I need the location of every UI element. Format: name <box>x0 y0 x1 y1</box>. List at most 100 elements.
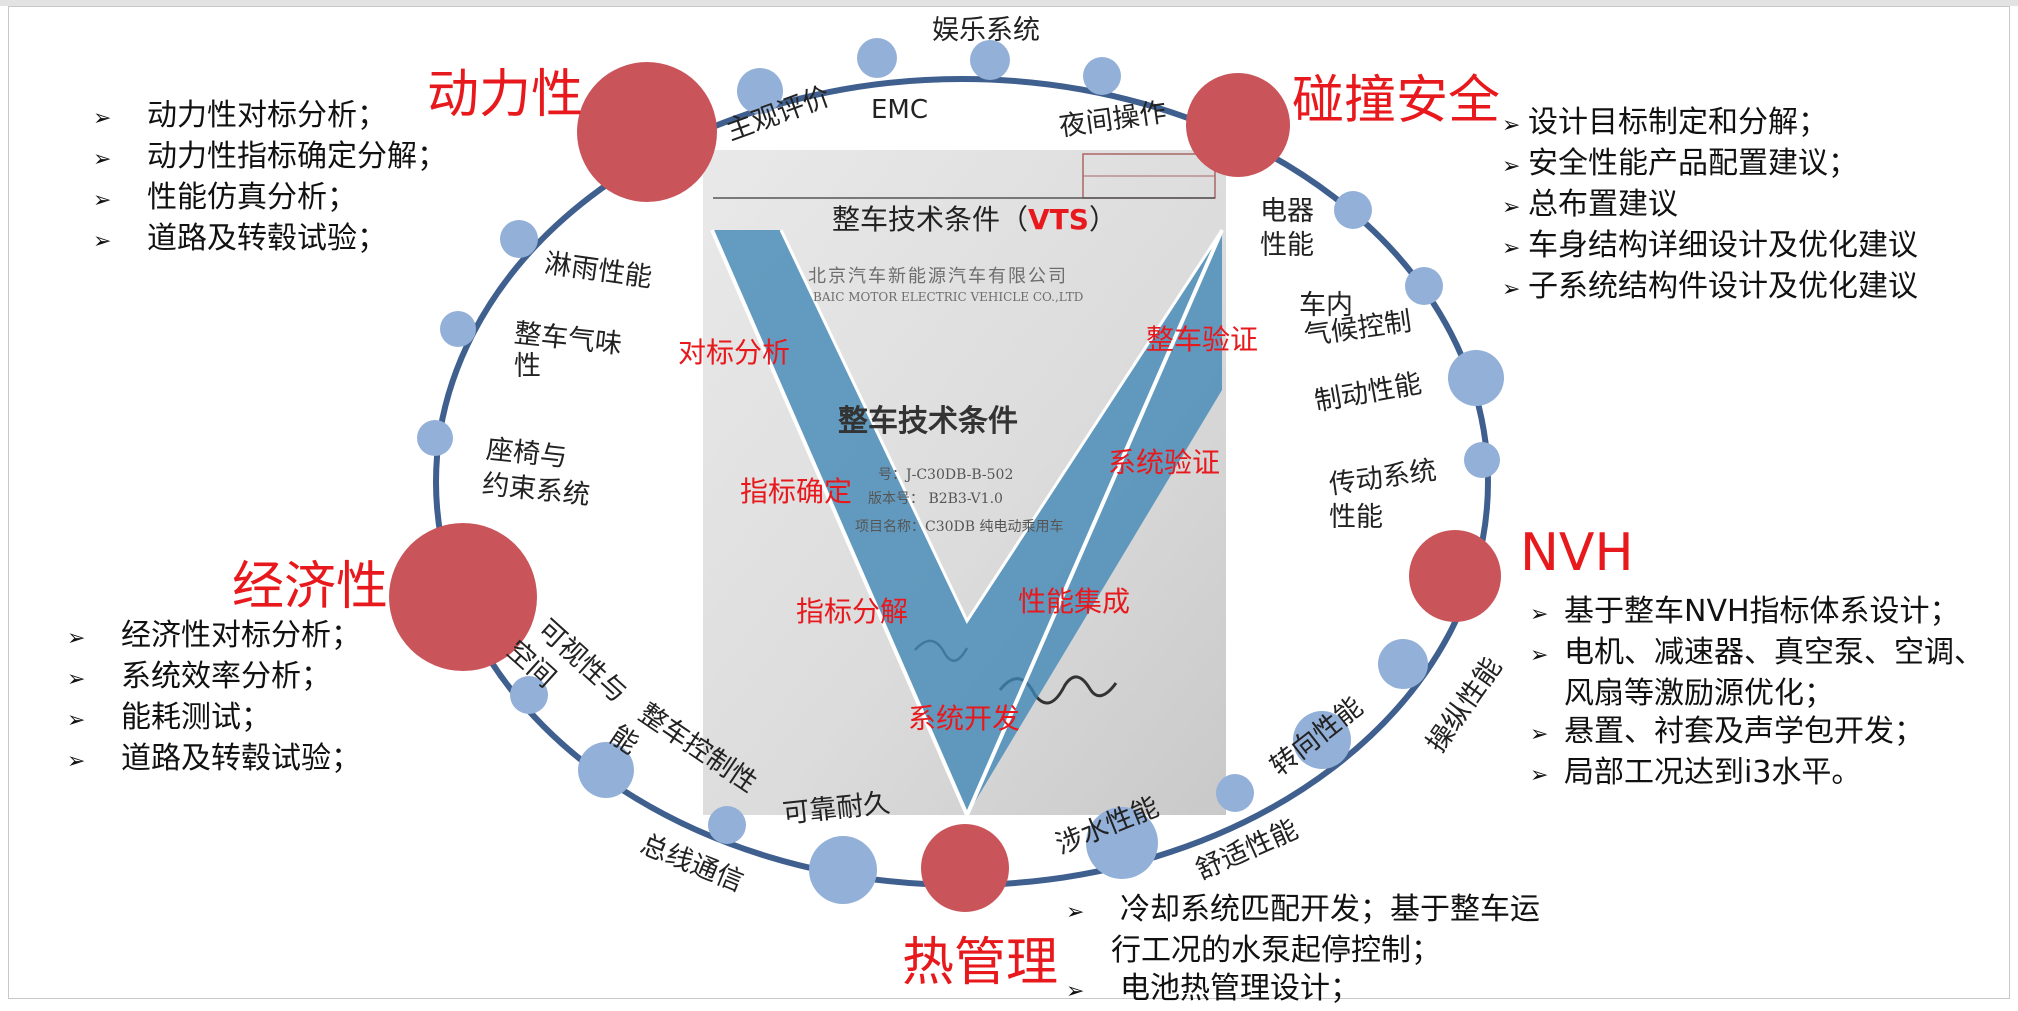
bullet-text: 风扇等激励源优化； <box>1564 676 1834 711</box>
list-item: ➢车身结构详细设计及优化建议 <box>1502 227 1918 268</box>
list-item: ➢ 设计目标制定和分解； <box>1502 104 1918 145</box>
v-label-system-verify: 系统验证 <box>1108 446 1221 479</box>
bullet-text: 系统效率分析； <box>121 659 331 694</box>
document-header-close: ） <box>1088 203 1117 236</box>
nvh-bullet-list: ➢基于整车NVH指标体系设计； ➢ 电机、减速器、真空泵、空调、 风扇等激励源优化… <box>1530 593 1984 795</box>
bullet-text: 动力性指标确定分解； <box>147 139 447 174</box>
small-circle <box>500 220 538 258</box>
ring-label-electrical-2: 性能 <box>1260 230 1314 261</box>
bullet-text: 行工况的水泵起停控制； <box>1111 933 1441 968</box>
v-label-target-decompose: 指标分解 <box>796 595 909 628</box>
document-header-vts: VTS <box>1028 203 1089 236</box>
bullet-arrow-icon: ➢ <box>1530 722 1549 747</box>
ring-label-climate-1: 车内 <box>1299 290 1353 321</box>
bullet-text: 电池热管理设计； <box>1120 971 1360 1006</box>
bullet-text: 安全性能产品配置建议； <box>1528 146 1858 181</box>
bullet-text: 电机、减速器、真空泵、空调、 <box>1564 635 1984 670</box>
dynamics-bullet-list: ➢动力性对标分析； ➢动力性指标确定分解； ➢性能仿真分析； ➢道路及转毂试验； <box>93 97 447 261</box>
bullet-arrow-icon: ➢ <box>67 626 86 651</box>
bullet-arrow-icon: ➢ <box>1530 602 1549 627</box>
ring-label-electrical-1: 电器 <box>1260 196 1314 227</box>
small-circle <box>1448 350 1504 406</box>
list-item: ➢动力性对标分析； <box>93 97 447 138</box>
bullet-arrow-icon: ➢ <box>1066 979 1085 1004</box>
list-item: ➢ 局部工况达到i3水平。 <box>1530 754 1984 795</box>
bullet-arrow-icon: ➢ <box>1502 154 1521 179</box>
small-circle <box>737 68 783 114</box>
bullet-arrow-icon: ➢ <box>1066 900 1085 925</box>
bullet-arrow-icon: ➢ <box>1530 763 1549 788</box>
small-circle <box>510 676 548 714</box>
crash-bullet-list: ➢设计目标制定和分解； ➢安全性能产品配置建议； ➢总布置建议 ➢车身结构详细设… <box>1502 104 1918 309</box>
ring-label-drivetrain-2: 性能 <box>1329 502 1383 533</box>
list-item: ➢总布置建议 <box>1502 186 1918 227</box>
bullet-arrow-icon: ➢ <box>93 147 112 172</box>
v-label-benchmark: 对标分析 <box>678 336 791 369</box>
list-item: ➢ 电机、减速器、真空泵、空调、 <box>1530 634 1984 675</box>
bullet-arrow-icon: ➢ <box>67 667 86 692</box>
ring-label-odor-2: 性 <box>514 351 541 382</box>
small-circle <box>1334 191 1372 229</box>
bullet-arrow-icon: ➢ <box>1530 643 1549 668</box>
small-circle <box>1405 267 1443 305</box>
v-label-vehicle-verify: 整车验证 <box>1146 323 1259 356</box>
bullet-arrow-icon: ➢ <box>1502 113 1521 138</box>
economy-bullet-list: ➢ 经济性对标分析； ➢ 系统效率分析； ➢ 能耗测试； ➢ 道路及转毂试验； <box>67 617 361 781</box>
small-attribute-circles <box>417 38 1504 904</box>
bullet-text: 总布置建议 <box>1528 187 1678 222</box>
bullet-text: 子系统结构件设计及优化建议 <box>1528 269 1918 304</box>
small-circle <box>578 742 634 798</box>
small-circle <box>1216 774 1254 812</box>
nvh-circle <box>1409 530 1501 622</box>
list-item: ➢道路及转毂试验； <box>93 220 447 261</box>
list-item: ➢ 安全性能产品配置建议； <box>1502 145 1918 186</box>
document-line-2: 版本号： B2B3-V1.0 <box>868 491 1003 507</box>
bullet-text: 能耗测试； <box>121 700 271 735</box>
small-circle <box>708 806 746 844</box>
crash-safety-title: 碰撞安全 <box>1292 71 1501 131</box>
document-line-1: 号：J-C30DB-B-502 <box>878 467 1014 483</box>
v-label-system-development: 系统开发 <box>908 702 1021 735</box>
list-item: ➢ 经济性对标分析； <box>67 617 361 658</box>
document-header-text: 整车技术条件（ <box>832 203 1029 236</box>
bullet-arrow-icon: ➢ <box>1502 277 1521 302</box>
list-item: ➢ 悬置、衬套及声学包开发； <box>1530 713 1984 754</box>
small-circle <box>1293 711 1351 769</box>
list-item: 风扇等激励源优化； <box>1530 675 1984 713</box>
small-circle <box>1464 442 1500 478</box>
bullet-arrow-icon: ➢ <box>67 708 86 733</box>
bullet-text: 悬置、衬套及声学包开发； <box>1564 714 1924 749</box>
document-header-title: 整车技术条件（VTS） <box>832 198 1117 238</box>
bullet-text: 经济性对标分析； <box>121 618 361 653</box>
bullet-text: 动力性对标分析； <box>147 98 387 133</box>
bullet-arrow-icon: ➢ <box>67 749 86 774</box>
v-label-target-define: 指标确定 <box>740 475 853 508</box>
thermal-bullet-list: ➢ 冷却系统匹配开发；基于整车运 行工况的水泵起停控制； ➢ 电池热管理设计； <box>1066 891 1540 1011</box>
bullet-arrow-icon: ➢ <box>1502 236 1521 261</box>
list-item: ➢ 电池热管理设计； <box>1066 970 1540 1011</box>
dynamics-title: 动力性 <box>427 65 584 125</box>
bullet-text: 冷却系统匹配开发；基于整车运 <box>1120 892 1540 927</box>
bullet-text: 道路及转毂试验； <box>121 741 361 776</box>
nvh-title: NVH <box>1520 523 1634 583</box>
small-circle <box>970 40 1010 80</box>
list-item: ➢ 道路及转毂试验； <box>67 740 361 781</box>
small-circle <box>417 420 453 456</box>
main-attribute-circles <box>389 62 1501 912</box>
bullet-text: 设计目标制定和分解； <box>1528 105 1828 140</box>
list-item: ➢基于整车NVH指标体系设计； <box>1530 593 1984 634</box>
list-item: ➢ 能耗测试； <box>67 699 361 740</box>
v-outer-outline <box>710 229 1224 821</box>
economy-circle <box>389 523 537 671</box>
v-inner-outline <box>779 229 1224 625</box>
list-item: ➢性能仿真分析； <box>93 179 447 220</box>
economy-title: 经济性 <box>232 557 389 617</box>
list-item: ➢ 冷却系统匹配开发；基于整车运 <box>1066 891 1540 932</box>
list-item: 行工况的水泵起停控制； <box>1066 932 1540 970</box>
thermal-circle <box>921 824 1009 912</box>
slide-frame <box>8 6 2010 999</box>
bullet-text: 局部工况达到i3水平。 <box>1564 755 1862 790</box>
ring-label-entertainment: 娱乐系统 <box>932 15 1040 46</box>
bullet-arrow-icon: ➢ <box>93 188 112 213</box>
